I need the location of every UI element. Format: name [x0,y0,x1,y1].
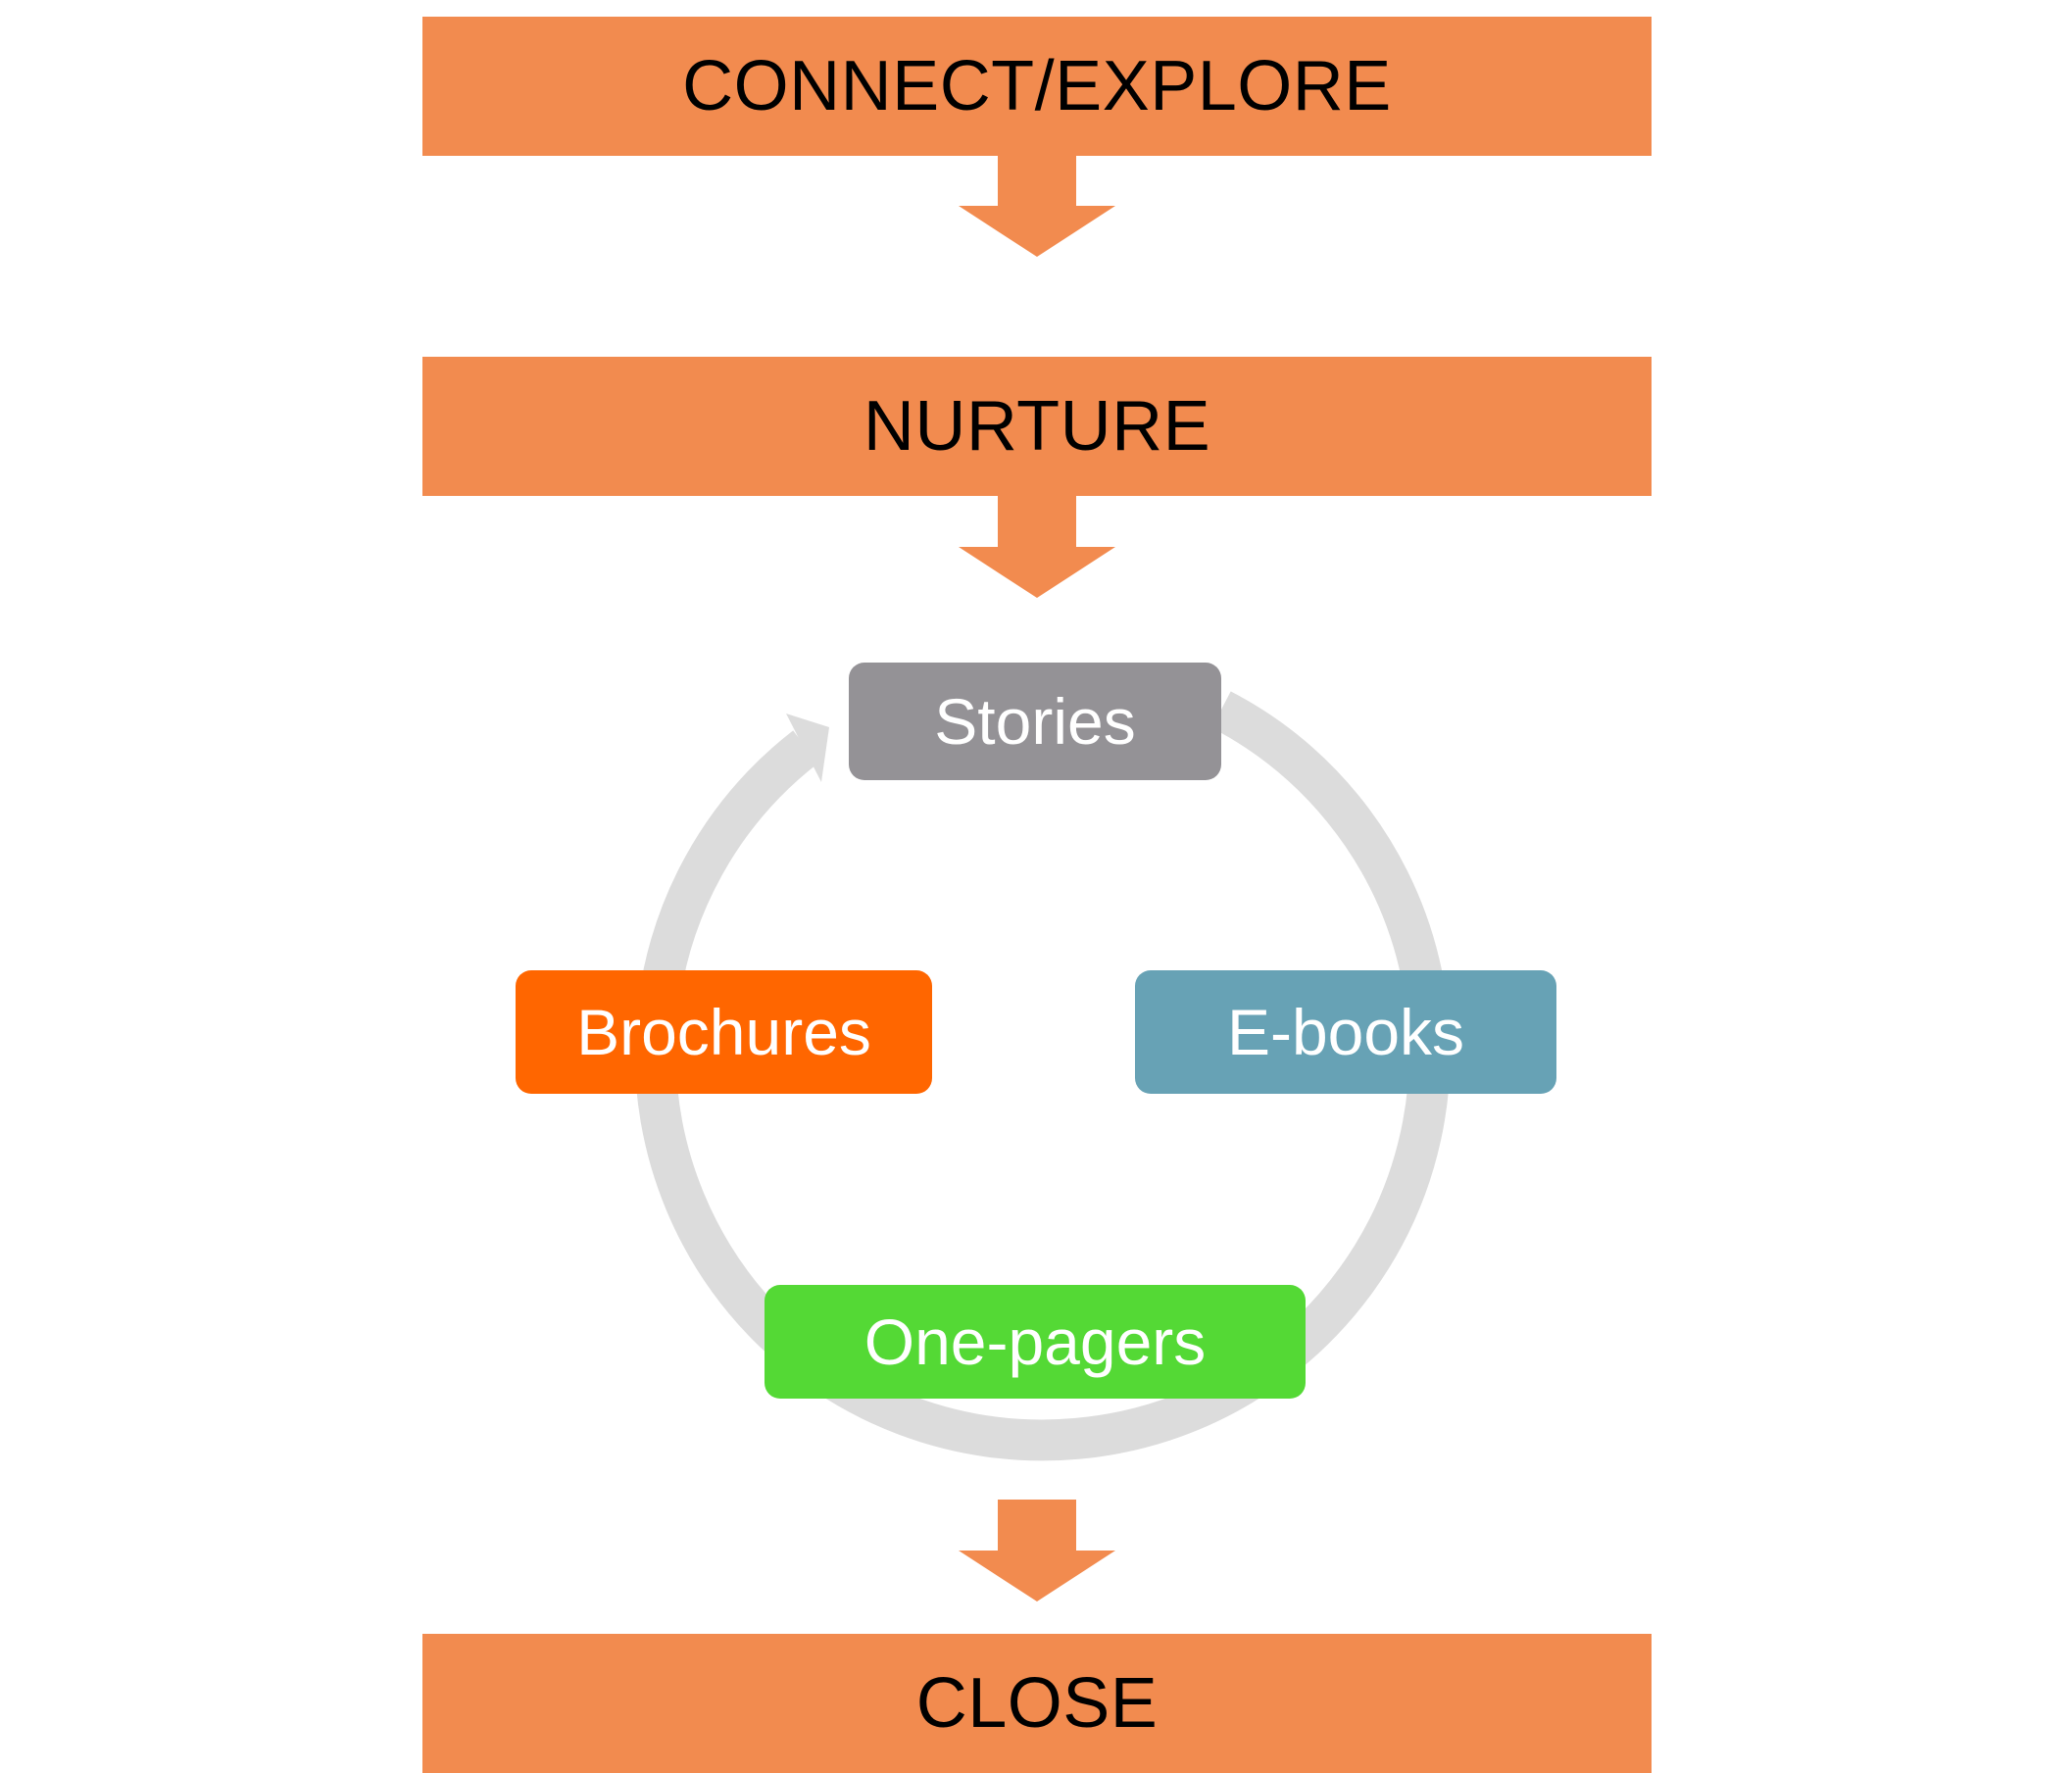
cycle-node-brochures: Brochures [516,970,932,1094]
stage-close-label: CLOSE [915,1664,1159,1743]
down-arrow-icon [959,155,1115,257]
cycle-node-onepagers: One-pagers [765,1285,1306,1399]
cycle-node-label: Stories [934,685,1136,758]
stage-connect-label: CONNECT/EXPLORE [682,47,1392,125]
cycle-node-label: E-books [1226,996,1465,1068]
cycle-node-stories: Stories [849,663,1221,780]
cycle-node-ebooks: E-books [1135,970,1556,1094]
down-arrow-icon [959,496,1115,598]
stage-connect-explore: CONNECT/EXPLORE [422,17,1652,156]
cycle-node-label: One-pagers [863,1305,1207,1378]
stage-nurture-label: NURTURE [863,387,1211,466]
cycle-arrowhead [786,714,829,782]
stage-close: CLOSE [422,1634,1652,1773]
down-arrow-icon [959,1500,1115,1601]
cycle-node-label: Brochures [576,996,871,1068]
stage-nurture: NURTURE [422,357,1652,496]
